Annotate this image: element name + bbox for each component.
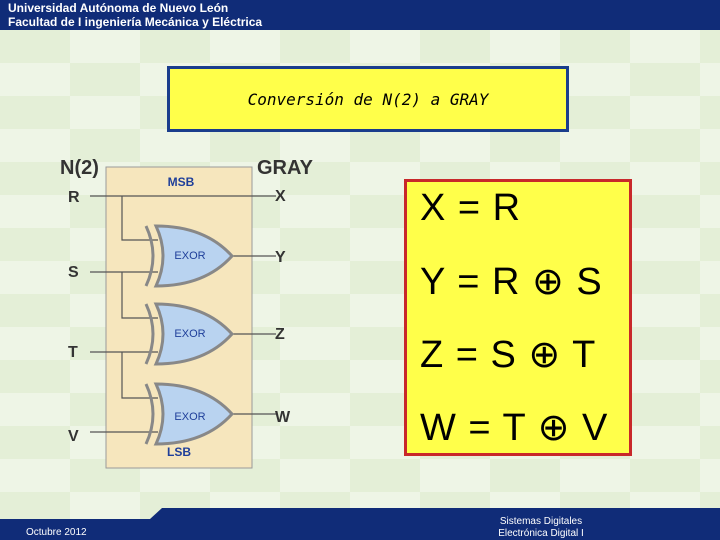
slide-title: Conversión de N(2) a GRAY bbox=[247, 89, 489, 109]
input-label: V bbox=[68, 428, 79, 445]
lsb-label: LSB bbox=[167, 445, 191, 459]
faculty-name: Facultad de I ingeniería Mecánica y Eléc… bbox=[8, 15, 263, 29]
xor-gate-1 bbox=[144, 224, 235, 288]
footer-bar bbox=[0, 508, 720, 540]
footer-date: Octubre 2012 bbox=[26, 527, 87, 538]
output-label: X bbox=[275, 188, 286, 205]
tap-s bbox=[121, 272, 158, 319]
output-label: Z bbox=[275, 326, 285, 343]
output-header: GRAY bbox=[257, 157, 314, 179]
equations-panel bbox=[404, 179, 632, 456]
tap-r bbox=[121, 196, 158, 241]
xor-gate-2 bbox=[144, 302, 235, 366]
gate-label: EXOR bbox=[174, 250, 205, 262]
footer-course: Sistemas Digitales Electrónica Digital I bbox=[470, 516, 612, 540]
xor-gate-3 bbox=[144, 382, 235, 446]
university-name: Universidad Autónoma de Nuevo León bbox=[8, 1, 229, 15]
course-line-2: Electrónica Digital I bbox=[498, 528, 584, 539]
msb-label: MSB bbox=[168, 175, 195, 189]
equation-x: X = R bbox=[420, 187, 522, 229]
input-label: R bbox=[68, 189, 80, 206]
output-label: Y bbox=[275, 249, 286, 266]
gate-label: EXOR bbox=[174, 328, 205, 340]
course-line-1: Sistemas Digitales bbox=[499, 516, 583, 527]
input-header: N(2) bbox=[60, 157, 99, 179]
output-label: W bbox=[275, 409, 291, 426]
equation-w: W = T ⊕ V bbox=[420, 407, 609, 449]
header-bar: Universidad Autónoma de Nuevo León Facul… bbox=[0, 0, 720, 30]
gray-code-circuit: EXOR EXOR EXOR MSB LSB N(2) GRAY R S T V… bbox=[60, 157, 314, 469]
input-label: S bbox=[68, 264, 79, 281]
tap-t bbox=[121, 352, 158, 399]
equation-y: Y = R ⊕ S bbox=[420, 261, 603, 303]
gate-label: EXOR bbox=[174, 411, 205, 423]
input-label: T bbox=[68, 344, 78, 361]
slide-title-box: Conversión de N(2) a GRAY bbox=[167, 66, 569, 132]
equation-z: Z = S ⊕ T bbox=[420, 334, 597, 376]
